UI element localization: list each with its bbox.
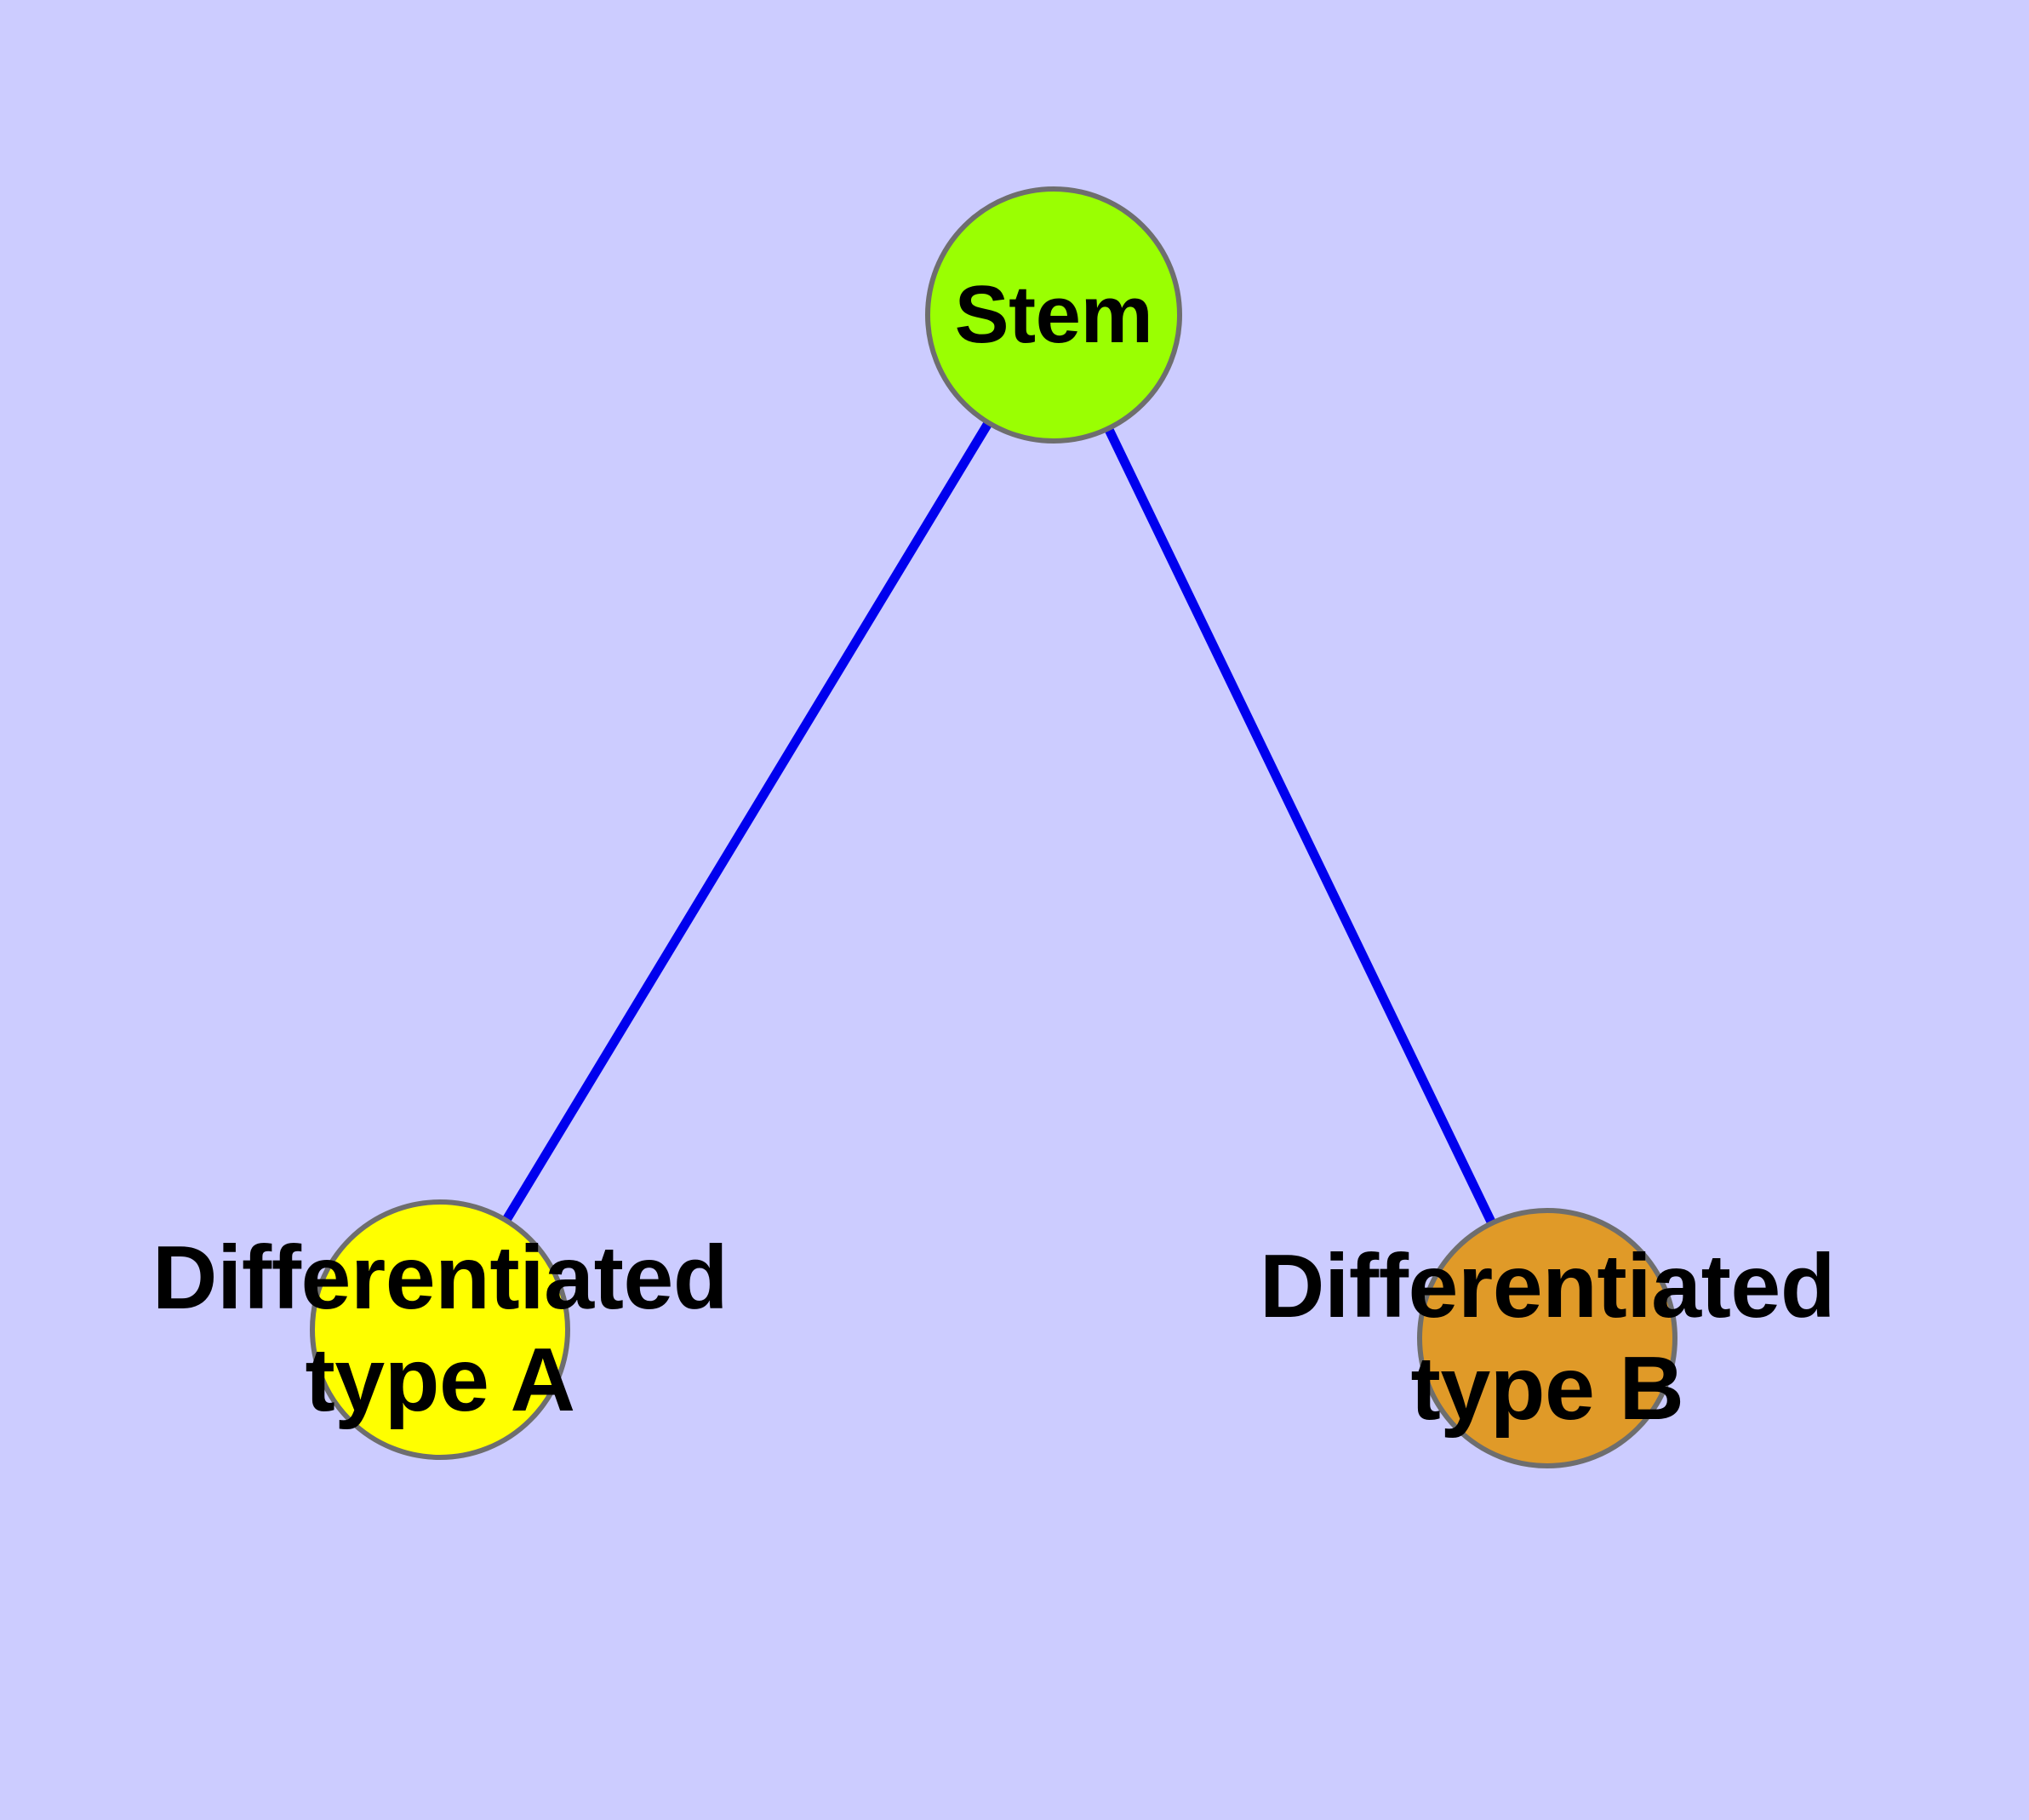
node-stem[interactable] (925, 186, 1182, 444)
edge-stem-to-differentiated-type-a (501, 420, 993, 1223)
edge-stem-to-differentiated-type-b (1104, 426, 1496, 1226)
edge-layer (501, 420, 1496, 1226)
node-differentiated-type-b[interactable] (1417, 1208, 1677, 1468)
node-differentiated-type-a[interactable] (310, 1199, 570, 1460)
node-layer (310, 186, 1677, 1468)
